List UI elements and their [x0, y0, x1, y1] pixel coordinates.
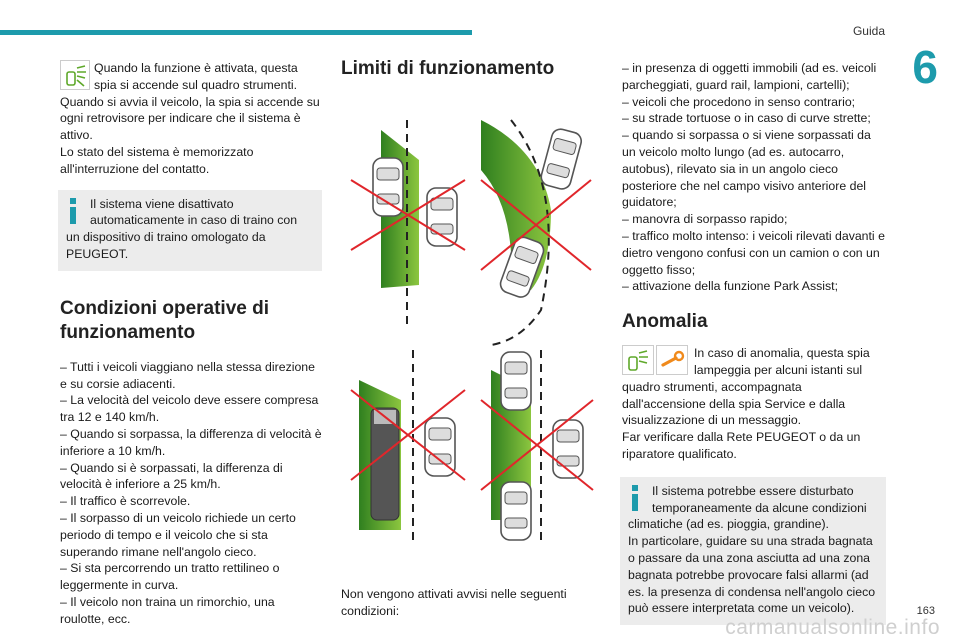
cross-line	[480, 179, 592, 271]
anomaly-text-2: Far verificare dalla Rete PEUGEOT o da u…	[622, 430, 861, 461]
limits-list: – in presenza di oggetti immobili (ad es…	[622, 60, 886, 295]
cross-line	[350, 389, 466, 481]
condition-item: – Tutti i veicoli viaggiano nella stessa…	[60, 359, 315, 391]
limit-item: – quando si sorpassa o si viene sorpassa…	[622, 128, 871, 210]
conditions-list: – Tutti i veicoli viaggiano nella stessa…	[60, 359, 322, 628]
column-3: – in presenza di oggetti immobili (ad es…	[620, 60, 886, 626]
anomaly-icons	[622, 345, 688, 376]
limit-item: – veicoli che procedono in senso contrar…	[622, 94, 856, 109]
anomaly-paragraph: In caso di anomalia, questa spia lampegg…	[622, 345, 886, 463]
anomaly-text-1: In caso di anomalia, questa spia lampegg…	[622, 346, 870, 428]
info-box: Il sistema viene disattivato automaticam…	[58, 189, 322, 271]
watermark: carmanualsonline.info	[725, 616, 940, 639]
info-text-2: In particolare, guidare su una strada ba…	[628, 534, 876, 616]
limits-illustration	[341, 90, 603, 542]
limit-item: – manovra di sorpasso rapido;	[622, 212, 788, 227]
warn-text-2: Quando si avvia il veicolo, la spia si a…	[60, 94, 320, 143]
warn-text-1: Quando la funzione è attivata, questa sp…	[94, 61, 298, 92]
header-accent-bar	[0, 30, 472, 35]
cross-line	[350, 179, 466, 251]
cross-line	[480, 399, 594, 491]
limit-item: – su strade tortuose o in caso di curve …	[622, 111, 871, 126]
condition-item: – Il traffico è scorrevole.	[60, 494, 191, 509]
car-icon	[500, 481, 532, 541]
condition-item: – Quando si sorpassa, la differenza di v…	[60, 426, 322, 458]
condition-item: – La velocità del veicolo deve essere co…	[60, 393, 319, 425]
car-icon	[538, 126, 585, 192]
column-2: Limiti di funzionamento	[341, 58, 603, 620]
info-box-weather: Il sistema potrebbe essere disturbato te…	[620, 476, 886, 626]
column-1: Quando la funzione è attivata, questa sp…	[58, 60, 322, 628]
service-wrench-icon	[656, 345, 688, 376]
limit-item: – in presenza di oggetti immobili (ad es…	[622, 61, 877, 92]
section-name: Guida	[852, 24, 885, 38]
car-icon	[372, 157, 404, 217]
info-icon	[632, 484, 638, 511]
condition-item: – Si sta percorrendo un tratto rettiline…	[60, 561, 280, 593]
condition-item: – Quando si è sorpassati, la differenza …	[60, 460, 283, 492]
anomaly-heading: Anomalia	[622, 311, 708, 333]
blind-spot-warning-icon	[622, 345, 654, 376]
limits-diagram	[350, 119, 594, 541]
conditions-heading: Condizioni operative di funzionamento	[60, 297, 270, 343]
chapter-number: 6	[912, 41, 938, 93]
limit-item: – attivazione della funzione Park Assist…	[622, 279, 838, 294]
blind-spot-warning-icon	[60, 60, 90, 90]
car-icon	[497, 233, 547, 301]
info-icon	[70, 197, 76, 224]
warn-text-3: Lo stato del sistema è memorizzato all'i…	[60, 144, 254, 176]
car-icon	[426, 187, 458, 247]
page-number: 163	[916, 605, 935, 617]
limits-heading: Limiti di funzionamento	[341, 58, 555, 79]
info-text: Il sistema viene disattivato automaticam…	[66, 196, 298, 261]
condition-item: – Il veicolo non traina un rimorchio, un…	[60, 594, 275, 626]
condition-item: – Il sorpasso di un veicolo richiede un …	[60, 510, 296, 559]
limits-caption: Non vengono attivati avvisi nelle seguen…	[341, 587, 567, 618]
limit-item: – traffico molto intenso: i veicoli rile…	[622, 228, 885, 277]
info-text-1: Il sistema potrebbe essere disturbato te…	[628, 483, 867, 532]
warning-paragraph: Quando la funzione è attivata, questa sp…	[60, 60, 322, 178]
car-icon	[500, 351, 532, 411]
